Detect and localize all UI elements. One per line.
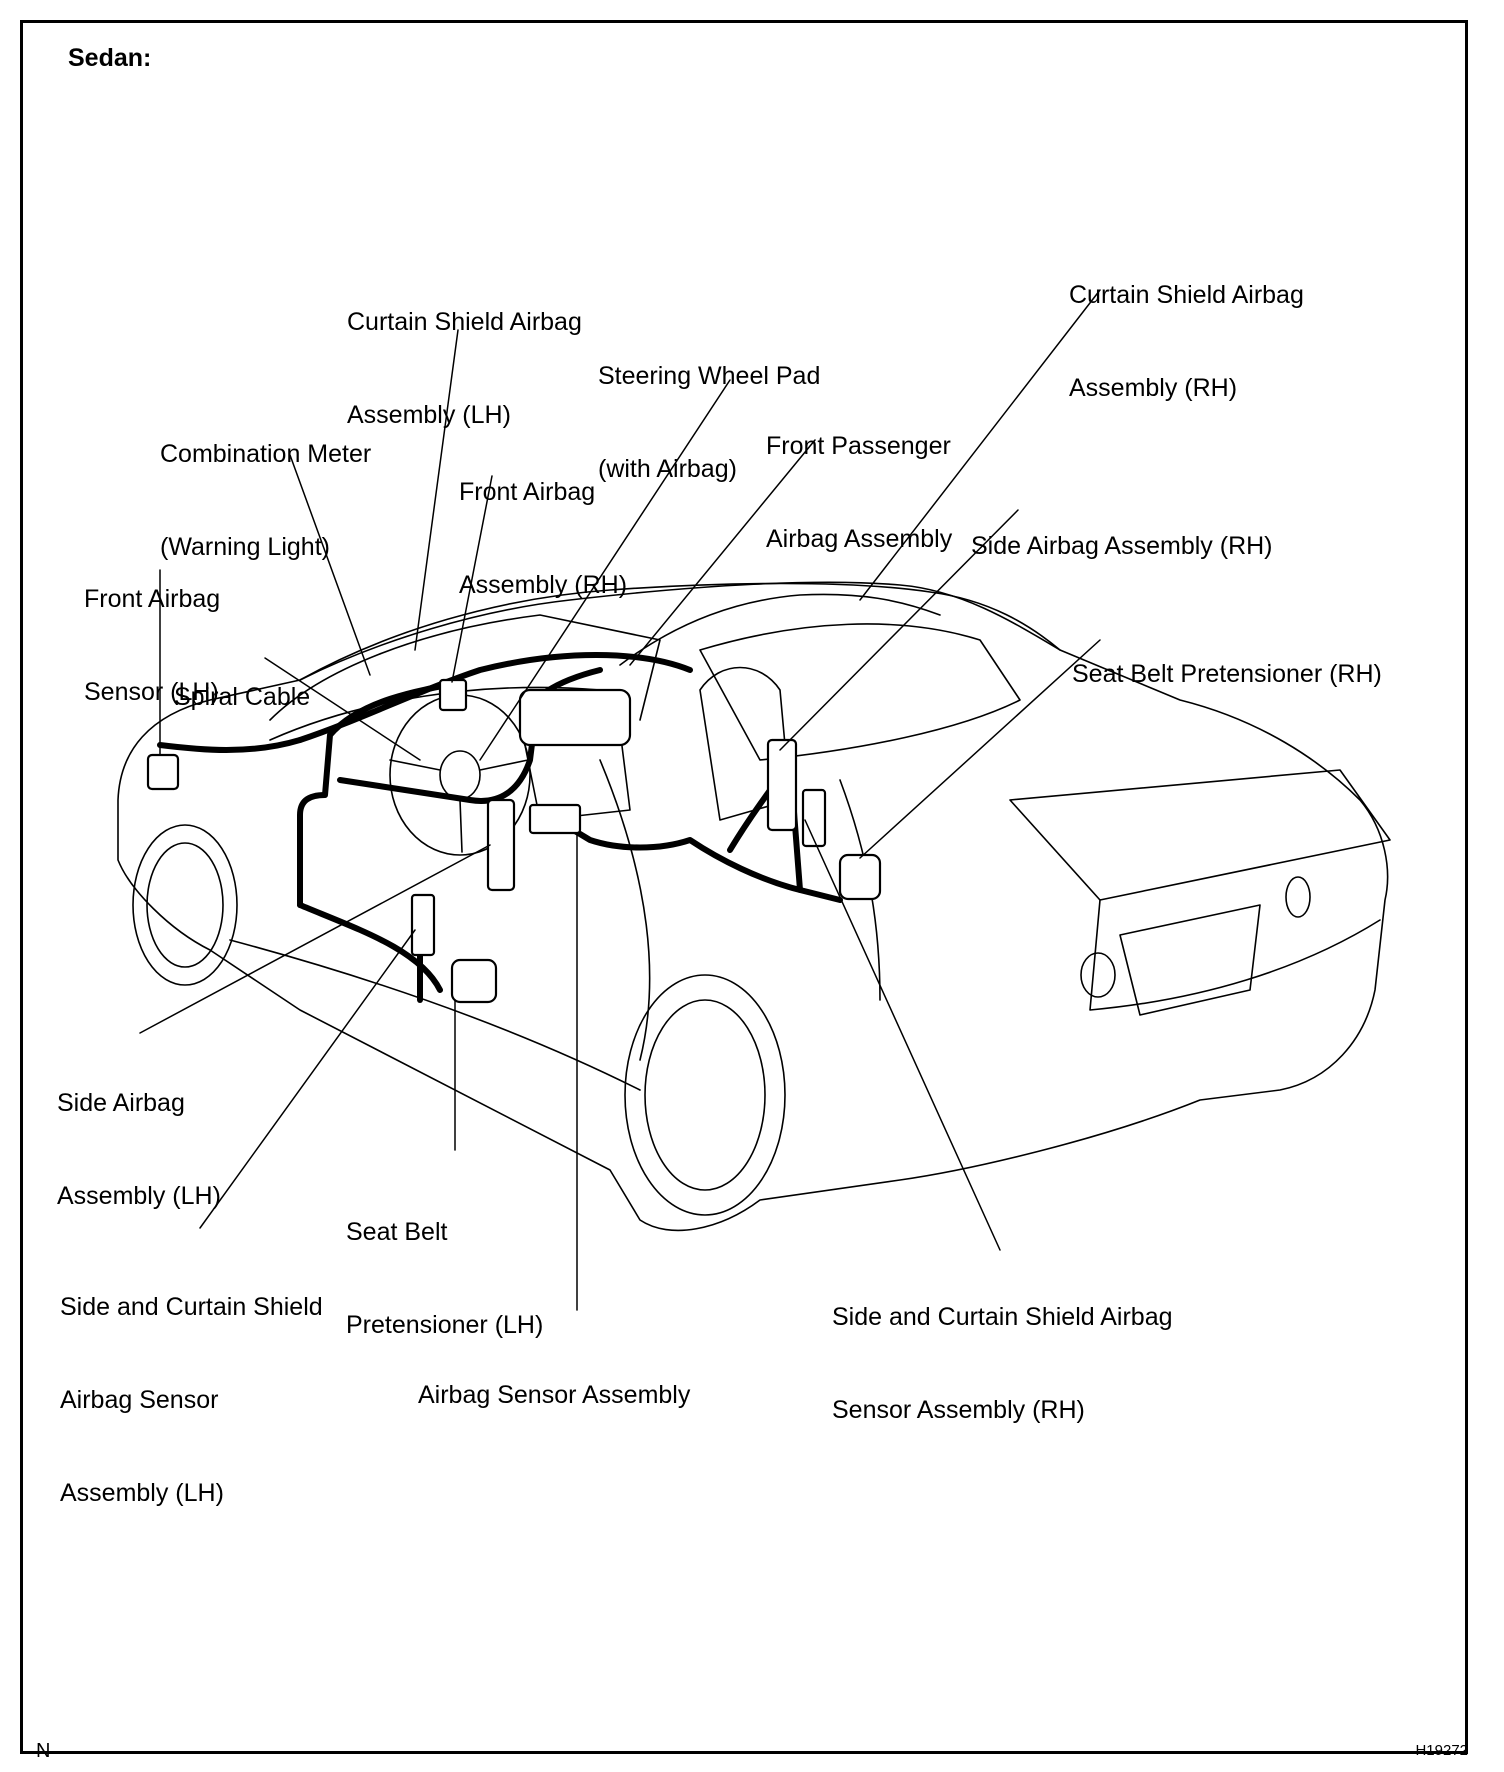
label-seat-belt-pretensioner-lh: Seat Belt Pretensioner (LH) xyxy=(346,1155,543,1372)
label-curtain-shield-airbag-lh: Curtain Shield Airbag Assembly (LH) xyxy=(347,245,582,462)
label-side-curtain-sensor-lh: Side and Curtain Shield Airbag Sensor As… xyxy=(60,1230,323,1540)
label-front-airbag-assembly-rh: Front Airbag Assembly (RH) xyxy=(459,415,627,632)
sc-sensor-rh-part xyxy=(801,788,827,848)
label-curtain-shield-airbag-rh: Curtain Shield Airbag Assembly (RH) xyxy=(1069,218,1304,435)
label-line: Pretensioner (LH) xyxy=(346,1311,544,1339)
front-passenger-airbag-part xyxy=(518,688,632,747)
label-line: Assembly (RH) xyxy=(459,571,628,599)
curtain-airbag-rail-rh xyxy=(619,593,941,666)
label-line: Combination Meter xyxy=(160,440,372,468)
label-side-curtain-sensor-rh: Side and Curtain Shield Airbag Sensor As… xyxy=(832,1240,1173,1457)
label-line: Assembly (RH) xyxy=(1069,374,1238,402)
label-line: Airbag Sensor Assembly xyxy=(418,1381,691,1409)
label-line: Curtain Shield Airbag xyxy=(1069,281,1304,309)
front-airbag-sensor-lh-part xyxy=(146,753,180,791)
label-line: Side and Curtain Shield Airbag xyxy=(832,1303,1173,1331)
leader-lines xyxy=(139,289,1101,1311)
label-line: (with Airbag) xyxy=(598,455,737,483)
label-line: Airbag Sensor xyxy=(60,1386,219,1414)
seatbelt-pretensioner-rh-part xyxy=(838,853,882,901)
label-line: Sensor (LH) xyxy=(84,678,219,706)
diagram-frame xyxy=(20,20,1468,1754)
label-line: Side and Curtain Shield xyxy=(60,1293,323,1321)
label-seat-belt-pretensioner-rh: Seat Belt Pretensioner (RH) xyxy=(1072,597,1382,721)
car-body-outline xyxy=(117,581,1391,1232)
diagram-heading: Sedan: xyxy=(68,44,152,72)
label-side-airbag-assembly-rh: Side Airbag Assembly (RH) xyxy=(971,469,1273,593)
label-line: Front Passenger xyxy=(766,432,951,460)
label-line: Assembly (LH) xyxy=(347,401,511,429)
label-front-passenger-airbag: Front Passenger Airbag Assembly xyxy=(766,369,952,586)
label-airbag-sensor-assembly: Airbag Sensor Assembly xyxy=(418,1318,690,1442)
label-line: Airbag Assembly xyxy=(766,525,953,553)
sc-sensor-lh-part xyxy=(410,893,436,957)
label-spiral-cable: Spiral Cable xyxy=(174,620,310,744)
front-airbag-rh-part xyxy=(438,678,468,712)
airbag-sensor-assembly-part xyxy=(528,803,582,835)
figure-code: H19272 xyxy=(1415,1742,1468,1759)
label-combination-meter: Combination Meter (Warning Light) xyxy=(160,377,371,594)
label-line: Assembly (LH) xyxy=(60,1479,224,1507)
side-airbag-lh-part xyxy=(486,798,516,892)
label-steering-wheel-pad: Steering Wheel Pad (with Airbag) xyxy=(598,299,820,516)
label-line: Side Airbag xyxy=(57,1089,185,1117)
side-airbag-rh-part xyxy=(766,738,798,832)
label-line: Assembly (LH) xyxy=(57,1182,221,1210)
label-line: Sensor Assembly (RH) xyxy=(832,1396,1085,1424)
label-line: Side Airbag Assembly (RH) xyxy=(971,532,1273,560)
seatbelt-pretensioner-lh-part xyxy=(450,958,498,1004)
label-line: Front Airbag xyxy=(459,478,596,506)
footer-left-mark: N xyxy=(36,1740,51,1762)
airbag-components xyxy=(146,678,882,1004)
label-line: Front Airbag xyxy=(84,585,221,613)
label-line: Curtain Shield Airbag xyxy=(347,308,582,336)
label-line: Steering Wheel Pad xyxy=(598,362,821,390)
label-line: Spiral Cable xyxy=(174,683,311,711)
label-line: (Warning Light) xyxy=(160,533,330,561)
label-front-airbag-sensor-lh: Front Airbag Sensor (LH) xyxy=(84,522,220,739)
label-side-airbag-assembly-lh: Side Airbag Assembly (LH) xyxy=(57,1026,221,1243)
label-line: Seat Belt xyxy=(346,1218,448,1246)
label-line: Seat Belt Pretensioner (RH) xyxy=(1072,660,1382,688)
